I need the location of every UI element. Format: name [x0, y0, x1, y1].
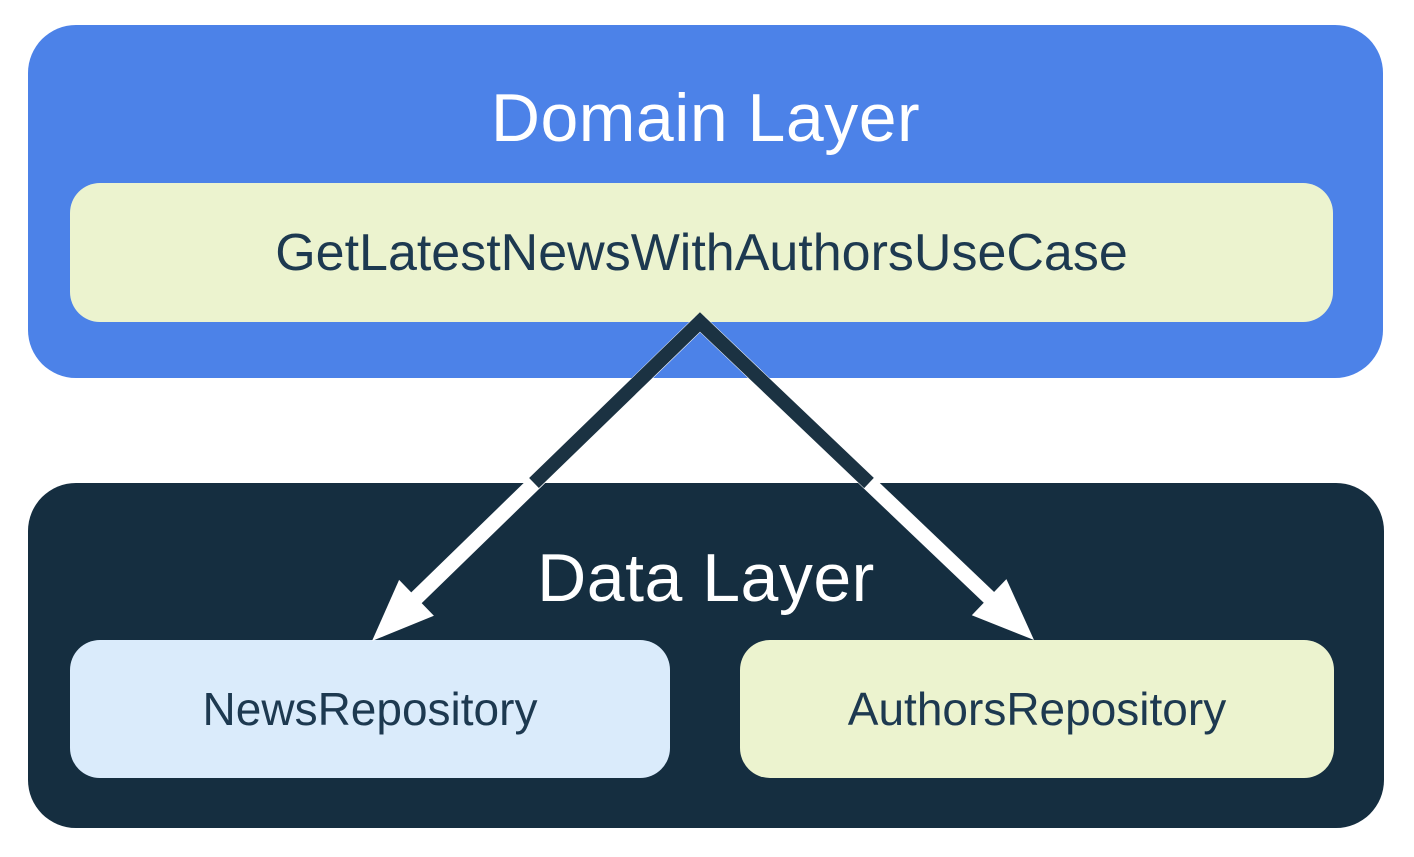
- authors-repository-label: AuthorsRepository: [847, 683, 1227, 735]
- news-repository-node: NewsRepository: [70, 640, 670, 778]
- data-layer-box: Data Layer NewsRepository AuthorsReposit…: [28, 483, 1384, 828]
- use-case-label: GetLatestNewsWithAuthorsUseCase: [275, 223, 1128, 282]
- data-layer-title: Data Layer: [537, 539, 875, 616]
- use-case-node: GetLatestNewsWithAuthorsUseCase: [70, 183, 1333, 322]
- authors-repository-node: AuthorsRepository: [740, 640, 1334, 778]
- domain-layer-title: Domain Layer: [490, 80, 921, 156]
- news-repository-label: NewsRepository: [202, 683, 538, 735]
